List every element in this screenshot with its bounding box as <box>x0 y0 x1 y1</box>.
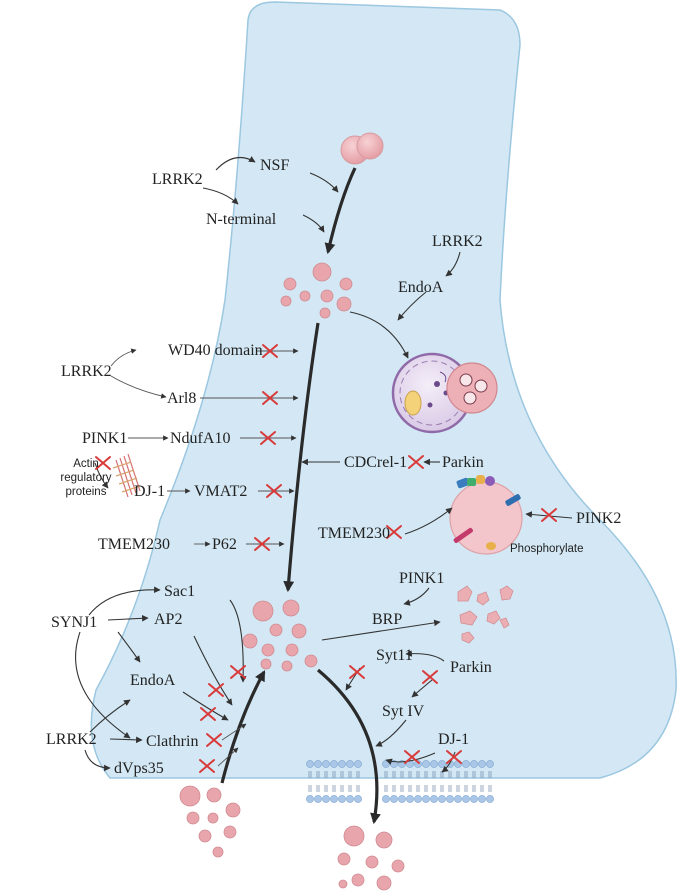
label-ap2: AP2 <box>154 611 182 628</box>
label-endoa-bottom: EndoA <box>130 672 176 689</box>
inhibition-x-icon <box>408 455 424 469</box>
label-arl8: Arl8 <box>167 390 196 407</box>
label-n-terminal: N-terminal <box>206 211 277 228</box>
phosphorylated-vesicle <box>449 475 523 555</box>
label-vmat2: VMAT2 <box>194 483 247 500</box>
label-dvps35: dVps35 <box>114 760 164 777</box>
label-lrrk2-top: LRRK2 <box>152 171 203 188</box>
label-parkin-bottom: Parkin <box>450 659 492 676</box>
label-wd40-domain: WD40 domain <box>168 342 263 359</box>
inhibition-x-icon <box>262 391 278 405</box>
label-dj1-right: DJ-1 <box>438 731 469 748</box>
inhibition-x-icon <box>199 759 215 773</box>
exocytosis-arrow <box>316 668 381 825</box>
vesicle-cluster-lower <box>242 599 318 672</box>
label-dj1-left: DJ-1 <box>134 483 165 500</box>
label-cdcrel-1: CDCrel-1 <box>344 454 407 471</box>
inhibition-x-icon <box>208 683 224 697</box>
label-ndufa10: NdufA10 <box>170 430 230 447</box>
label-clathrin: Clathrin <box>146 733 198 750</box>
label-syt11: Syt11 <box>376 647 413 664</box>
presynaptic-terminal <box>90 1 677 779</box>
label-actin-3: proteins <box>66 486 107 498</box>
membrane-bilayer <box>306 760 494 803</box>
inhibition-x-icon <box>262 344 278 358</box>
brp-fragments <box>457 585 514 644</box>
label-syt-iv: Syt IV <box>382 703 425 720</box>
inhibition-x-icon <box>254 537 270 551</box>
autophagosome <box>391 352 498 434</box>
inhibition-marks <box>95 344 557 773</box>
docking-arrow <box>324 167 357 255</box>
inhibition-x-icon <box>230 665 246 679</box>
label-lrrk2-mid: LRRK2 <box>61 363 112 380</box>
label-endoa-top: EndoA <box>398 279 444 296</box>
inhibition-x-icon <box>541 508 557 522</box>
vesicle-cluster-upper <box>280 262 353 319</box>
label-actin-2: regulatory <box>60 472 111 484</box>
actin-filament-icon <box>112 453 141 498</box>
inhibition-x-icon <box>404 750 420 764</box>
label-parkin-mid: Parkin <box>442 454 484 471</box>
label-synj1: SYNJ1 <box>51 614 97 631</box>
inhibition-x-icon <box>266 484 282 498</box>
label-tmem230-right: TMEM230 <box>318 525 390 542</box>
label-pink1-right: PINK1 <box>399 570 444 587</box>
transport-arrow <box>283 322 320 593</box>
label-actin-1: Actin <box>73 458 99 470</box>
label-sac1: Sac1 <box>164 583 195 600</box>
inhibition-x-icon <box>386 525 402 539</box>
inhibition-x-icon <box>446 750 462 764</box>
inhibition-x-icon <box>95 456 111 470</box>
label-p62: P62 <box>212 536 237 553</box>
inhibition-x-icon <box>200 707 216 721</box>
label-pink1-left: PINK1 <box>82 430 127 447</box>
fusing-vesicle-top <box>340 132 384 165</box>
label-tmem230-left: TMEM230 <box>98 536 170 553</box>
label-phosphorylate: Phosphorylate <box>510 543 584 555</box>
label-pink2: PINK2 <box>576 510 621 527</box>
vesicle-cluster-released <box>337 825 405 891</box>
label-lrrk2-endoa: LRRK2 <box>432 233 483 250</box>
inhibition-x-icon <box>206 733 222 747</box>
vesicle-cluster-endocytosis <box>179 785 241 858</box>
label-brp: BRP <box>372 611 402 628</box>
inhibition-x-icon <box>260 431 276 445</box>
label-nsf: NSF <box>260 157 289 174</box>
inhibition-x-icon <box>349 665 365 679</box>
inhibition-x-icon <box>422 670 438 684</box>
labels: LRRK2 NSF N-terminal LRRK2 EndoA WD40 do… <box>46 157 621 777</box>
label-lrrk2-bottom: LRRK2 <box>46 731 97 748</box>
